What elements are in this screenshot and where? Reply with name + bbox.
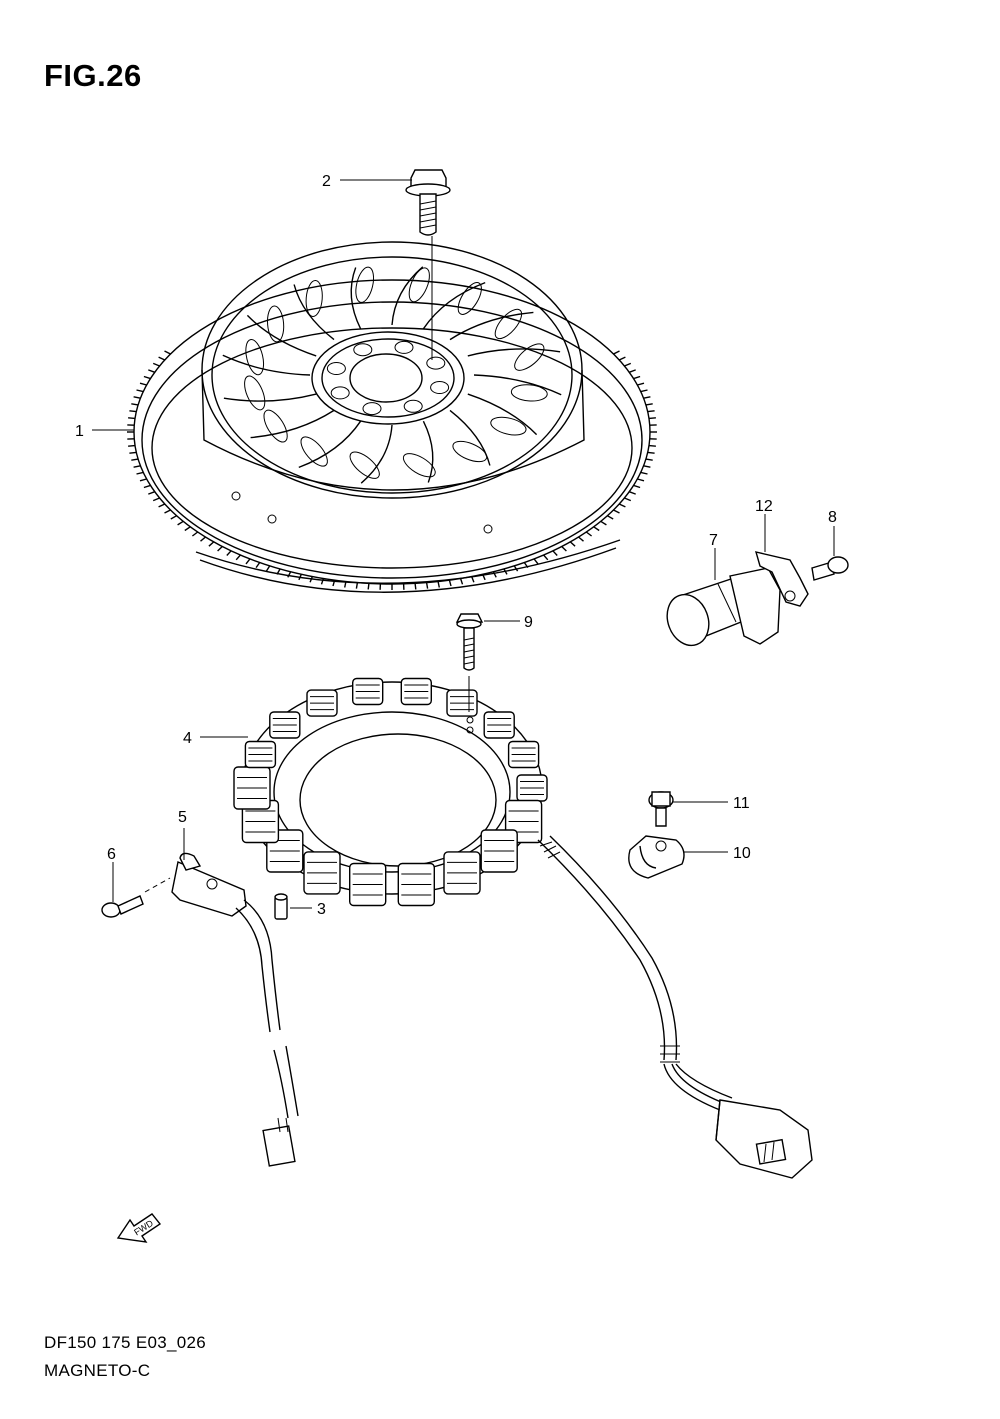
stator: [233, 677, 548, 907]
callouts: 1 2 3 4 5 6 7 8 9 10 11 12: [75, 173, 837, 918]
callout-10: 10: [733, 845, 751, 862]
clamp: [628, 835, 685, 879]
callout-8: 8: [828, 509, 837, 526]
figure-title: FIG.26: [44, 58, 142, 93]
sensor-screw: [811, 556, 849, 581]
flywheel-bolt-holes: [326, 340, 450, 416]
callout-1: 1: [75, 423, 84, 440]
pulser-screw: [101, 877, 171, 918]
flywheel-bolt: [405, 169, 451, 360]
dowel-pin: [274, 893, 288, 920]
clamp-bolt: [648, 791, 674, 827]
pulser-coil: [171, 852, 299, 1167]
callout-6: 6: [107, 846, 116, 863]
stator-bolt: [455, 613, 484, 712]
callout-9: 9: [524, 614, 533, 631]
stator-coils: [233, 677, 548, 907]
callout-2: 2: [322, 173, 331, 190]
flywheel-ring-gear: [127, 350, 657, 590]
callout-7: 7: [709, 532, 718, 549]
flywheel: [127, 241, 657, 593]
drawing-code: DF150 175 E03_026: [44, 1333, 207, 1352]
drawing-name: MAGNETO-C: [44, 1361, 151, 1380]
callout-11: 11: [733, 795, 750, 812]
stator-connector: [715, 1099, 813, 1179]
callout-3: 3: [317, 901, 326, 918]
sensor: [666, 567, 781, 647]
flywheel-cooling-fins: [222, 266, 562, 484]
stator-harness: [537, 835, 813, 1179]
fwd-arrow: FWD: [116, 1213, 162, 1243]
callout-12: 12: [755, 498, 773, 515]
sensor-bracket: [754, 551, 809, 607]
callout-4: 4: [183, 730, 192, 747]
callout-5: 5: [178, 809, 187, 826]
